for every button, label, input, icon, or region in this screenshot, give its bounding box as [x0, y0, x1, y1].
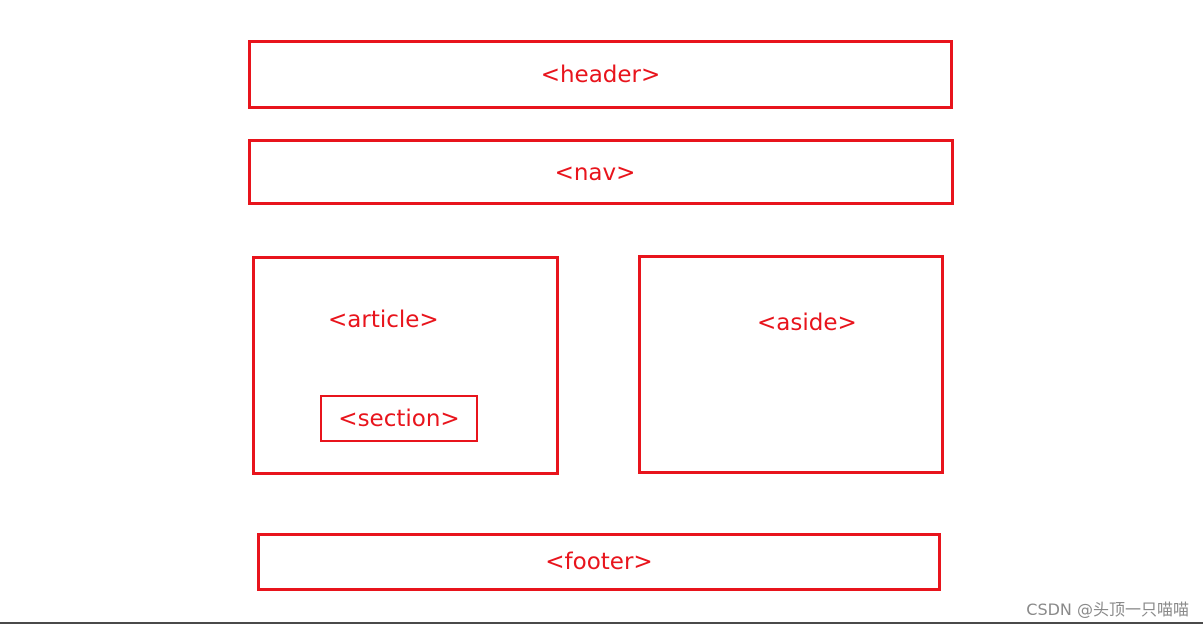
section-label: <section> [338, 406, 460, 432]
footer-box: <footer> [257, 533, 941, 591]
header-label: <header> [540, 62, 661, 88]
bottom-divider [0, 622, 1203, 624]
footer-label: <footer> [545, 549, 653, 575]
section-box: <section> [320, 395, 478, 442]
watermark-text: CSDN @头顶一只喵喵 [1026, 600, 1189, 619]
article-label: <article> [328, 307, 439, 333]
article-box: <article> [252, 256, 559, 475]
aside-box: <aside> [638, 255, 944, 474]
nav-box: <nav> [248, 139, 954, 205]
nav-label: <nav> [554, 160, 636, 186]
aside-label: <aside> [757, 310, 857, 336]
header-box: <header> [248, 40, 953, 109]
